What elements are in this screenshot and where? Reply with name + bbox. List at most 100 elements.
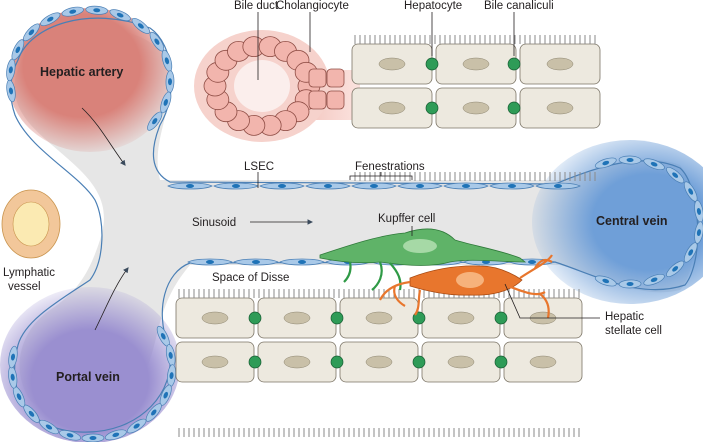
vessel-endothelial-cell — [594, 157, 617, 169]
vessel-endothelial-cell — [59, 430, 82, 441]
hepatic-artery-label: Hepatic artery — [40, 65, 123, 79]
hepatocyte-nucleus — [447, 355, 475, 369]
hepatocyte-nucleus — [462, 57, 490, 71]
lymphatic-vessel — [1, 189, 61, 259]
sinusoid-lumen — [14, 30, 696, 417]
vessel-endothelial-cell — [145, 403, 162, 422]
vessel-endothelial-nucleus — [137, 23, 144, 29]
vessel-endothelial-nucleus — [89, 435, 97, 440]
vessel-endothelial-nucleus — [112, 432, 120, 438]
microvilli — [354, 172, 596, 181]
hepatocyte-nucleus — [201, 311, 229, 325]
cholangiocyte-cell — [308, 90, 327, 110]
space-of-disse-label: Space of Disse — [212, 272, 289, 284]
bile-canaliculus — [330, 355, 344, 369]
vessel-endothelial-nucleus — [116, 12, 124, 18]
lsec-nucleus — [232, 184, 240, 188]
artery-flow-arrow — [81, 107, 126, 166]
hepatocyte-nucleus — [546, 57, 574, 71]
vessel-endothelial-nucleus — [93, 8, 101, 13]
vessel-endothelial-cell — [104, 429, 127, 441]
vessel-endothelial-nucleus — [69, 9, 77, 14]
hepatic-artery — [8, 8, 172, 152]
vessel-endothelial-nucleus — [47, 16, 54, 22]
lsec-nucleus — [528, 260, 536, 264]
hepatocyte-nucleus — [447, 311, 475, 325]
bile-canaliculus — [494, 355, 508, 369]
vessel-endothelial-cell — [39, 419, 59, 435]
hepatocyte-plate-top — [351, 35, 601, 181]
vessel-endothelial-cell — [126, 418, 147, 434]
bile-duct-label: Bile duct — [234, 0, 279, 12]
lymphatic-label-line1: Lymphatic — [3, 267, 55, 279]
vessel-endothelial-cell — [618, 279, 642, 289]
kupffer-cell — [319, 228, 527, 291]
vessel-endothelial-nucleus — [167, 78, 172, 86]
vessel-endothelial-cell — [594, 275, 617, 287]
vessel-endothelial-nucleus — [672, 266, 679, 272]
hepatocyte-nucleus — [283, 311, 311, 325]
leader-lines — [257, 12, 600, 319]
lsec-nucleus — [370, 184, 378, 188]
bile-canaliculus — [425, 101, 439, 115]
cholangiocyte-cell — [308, 68, 327, 88]
vessel-endothelial-nucleus — [672, 172, 679, 178]
hepatic-stellate-cell — [379, 254, 553, 319]
lsec-nucleus — [206, 260, 214, 264]
vessel-endothelial-cell — [40, 12, 61, 27]
vessel-endothelial-nucleus — [169, 372, 174, 380]
vessel-endothelial-cell — [666, 166, 685, 184]
cholangiocyte-cell — [326, 68, 345, 88]
kupffer-cell-label: Kupffer cell — [378, 213, 435, 225]
hepatocyte-nucleus — [378, 101, 406, 115]
hepatocyte-nucleus — [529, 355, 557, 369]
hepatocyte-nucleus — [462, 101, 490, 115]
bile-canaliculus — [507, 101, 521, 115]
vessel-endothelial-nucleus — [28, 29, 35, 36]
vessel-endothelial-nucleus — [626, 158, 634, 163]
vessel-endothelial-nucleus — [163, 391, 169, 399]
vessel-endothelial-nucleus — [696, 229, 702, 237]
vessel-endothelial-cell — [618, 155, 642, 165]
hepatocyte-nucleus — [365, 355, 393, 369]
sinusoid-label: Sinusoid — [192, 217, 236, 229]
vessel-endothelial-cell — [6, 58, 16, 82]
endothelial-cell-layer — [6, 5, 703, 442]
vessel-endothelial-nucleus — [10, 373, 15, 381]
vessel-endothelial-nucleus — [164, 57, 170, 65]
bile-canaliculus — [494, 311, 508, 325]
lsec-nucleus — [508, 184, 516, 188]
vessel-endothelial-cell — [8, 345, 18, 369]
vessel-endothelial-cell — [643, 158, 665, 171]
hepatocyte-label: Hepatocyte — [404, 0, 462, 12]
lsec-nucleus — [186, 184, 194, 188]
vessel-endothelial-nucleus — [16, 393, 22, 401]
vessel-endothelial-cell — [683, 242, 698, 263]
bile-canaliculus — [412, 355, 426, 369]
hepatocyte-nucleus — [365, 311, 393, 325]
vessel-endothelial-nucleus — [602, 160, 610, 166]
vessel-endothelial-nucleus — [10, 353, 16, 361]
vessel-endothelial-nucleus — [8, 87, 14, 95]
vessel-endothelial-cell — [81, 433, 105, 442]
hepatocyte-nucleus — [201, 355, 229, 369]
vessel-endothelial-cell — [156, 325, 170, 347]
vessel-endothelial-cell — [666, 260, 685, 278]
hepatocyte-plate-bottom — [175, 289, 583, 437]
vessel-endothelial-cell — [6, 79, 16, 103]
vessel-endothelial-nucleus — [154, 38, 160, 45]
microvilli — [178, 428, 580, 437]
vessel-endothelial-nucleus — [602, 278, 610, 284]
microvilli — [354, 35, 596, 44]
vessel-endothelial-cell — [643, 273, 665, 286]
bile-duct — [194, 30, 360, 142]
vessel-endothelial-nucleus — [688, 249, 694, 256]
lsec-nucleus — [252, 260, 260, 264]
vessel-endothelial-nucleus — [8, 66, 13, 74]
portal-vein — [0, 287, 180, 442]
vessel-endothelial-cell — [160, 91, 172, 114]
vessel-endothelial-nucleus — [160, 332, 166, 340]
bile-canaliculus — [425, 57, 439, 71]
vessel-endothelial-cell — [109, 9, 131, 22]
vessel-endothelial-nucleus — [133, 423, 140, 429]
